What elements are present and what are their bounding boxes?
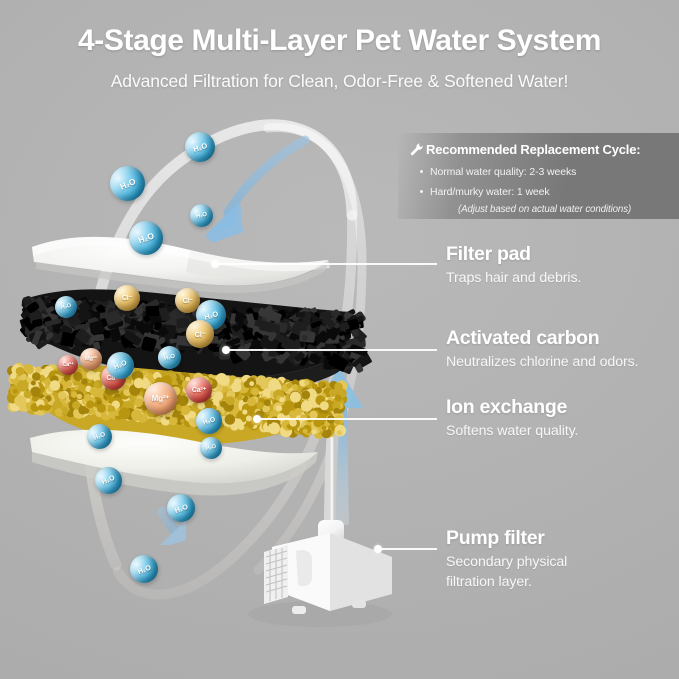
wrench-icon — [410, 143, 423, 156]
replacement-note: (Adjust based on actual water conditions… — [458, 204, 632, 215]
connector-line-activated-carbon — [226, 349, 437, 351]
molecule-water: H₂O — [181, 128, 219, 166]
molecule-water: H₂O — [90, 462, 127, 499]
page-title: 4-Stage Multi-Layer Pet Water System — [78, 24, 601, 57]
stage-title-ion-exchange: Ion exchange — [446, 396, 568, 418]
replacement-bullet-hard: Hard/murky water: 1 week — [420, 186, 550, 198]
stage-label-ion-exchange: Ion exchange Softens water quality. — [446, 396, 578, 442]
page-subtitle: Advanced Filtration for Clean, Odor-Free… — [110, 71, 569, 91]
molecule-water: H₂O — [124, 216, 168, 260]
molecule-water: H₂O — [104, 160, 151, 207]
molecule-water: H₂O — [192, 404, 226, 438]
replacement-bullet-hard-text: Hard/murky water: 1 week — [430, 186, 550, 198]
replacement-cycle-box: Recommended Replacement Cycle: Normal wa… — [398, 133, 679, 219]
molecule-magnesium: Mg²⁺ — [144, 382, 177, 415]
bullet-dot-icon — [420, 189, 423, 193]
replacement-bullet-normal-text: Normal water quality: 2-3 weeks — [430, 166, 577, 178]
molecule-chloride: Cl⁻ — [175, 288, 200, 313]
stage-title-filter-pad: Filter pad — [446, 243, 531, 265]
molecule-calcium: Ca²⁺ — [58, 355, 78, 375]
stage-desc-filter-pad: Traps hair and debris. — [446, 270, 582, 286]
molecule-chloride: Cl⁻ — [186, 320, 214, 348]
stage-desc-pump-filter-line2: filtration layer. — [446, 573, 532, 590]
molecule-water: H₂O — [125, 550, 163, 588]
molecule-magnesium: Mg²⁺ — [80, 348, 102, 370]
connector-line-filter-pad — [215, 263, 437, 265]
bullet-dot-icon — [420, 169, 423, 173]
molecule-water: H₂O — [197, 434, 225, 462]
molecule-water: H₂O — [102, 347, 139, 384]
molecule-water: H₂O — [155, 343, 184, 372]
stage-desc-ion-exchange: Softens water quality. — [446, 423, 579, 439]
connector-line-pump-filter — [378, 548, 437, 550]
stage-desc-activated-carbon: Neutralizes chlorine and odors. — [446, 354, 639, 370]
stage-desc-pump-filter-line1: Secondary physical — [446, 554, 568, 570]
molecule-water: H₂O — [192, 296, 230, 334]
stage-label-activated-carbon: Activated carbon Neutralizes chlorine an… — [446, 327, 639, 373]
replacement-cycle-heading: Recommended Replacement Cycle: — [426, 142, 641, 157]
molecule-calcium: Ca²⁺ — [186, 377, 212, 403]
molecule-water: H₂O — [187, 201, 216, 230]
molecule-chloride: Cl⁻ — [114, 285, 140, 311]
replacement-bullet-normal: Normal water quality: 2-3 weeks — [420, 166, 576, 178]
molecule-water: H₂O — [163, 490, 199, 526]
stage-label-pump-filter: Pump filter Secondary physical filtratio… — [446, 527, 567, 592]
stage-title-pump-filter: Pump filter — [446, 527, 545, 549]
connector-line-ion-exchange — [257, 418, 437, 420]
molecule-water: H₂O — [83, 420, 116, 453]
stage-title-activated-carbon: Activated carbon — [446, 327, 600, 349]
stage-label-filter-pad: Filter pad Traps hair and debris. — [446, 243, 581, 289]
molecule-water: H₂O — [52, 293, 80, 321]
molecule-calcium: Ca²⁺ — [101, 365, 126, 390]
